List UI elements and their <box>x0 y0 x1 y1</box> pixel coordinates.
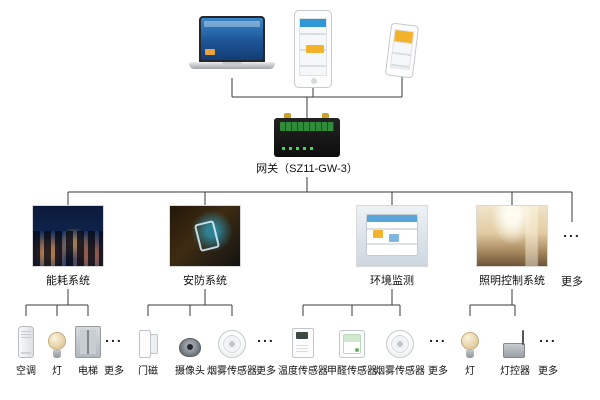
ellipsis-icon: ... <box>539 329 557 345</box>
device-elevator: 电梯 <box>60 316 116 377</box>
gateway-leds <box>282 147 316 150</box>
light-controller-icon <box>501 330 529 358</box>
tablet-home-button <box>311 78 317 84</box>
device-camera: 摄像头 <box>162 316 218 377</box>
gateway-label: 网关（SZ11-GW-3） <box>256 163 358 175</box>
device-light-controller: 灯控器 <box>487 316 543 377</box>
gateway-device <box>274 113 340 157</box>
system-lighting: 照明控制系统 <box>476 205 548 288</box>
energy-system-label: 能耗系统 <box>46 275 90 287</box>
device-formaldehyde-sensor: 甲醛传感器 <box>324 316 380 377</box>
device-more-lighting: ... 更多 <box>538 329 558 377</box>
security-system-label: 安防系统 <box>183 275 227 287</box>
smoke-sensor-icon <box>218 330 246 358</box>
system-energy: 能耗系统 <box>32 205 104 288</box>
tablet-icon <box>294 10 332 88</box>
energy-system-image <box>32 205 104 267</box>
ellipsis-icon: ... <box>257 329 275 345</box>
device-more-energy: ... 更多 <box>104 329 124 377</box>
formaldehyde-sensor-icon <box>339 330 365 358</box>
environment-system-image <box>356 205 428 267</box>
tablet-screen <box>299 18 327 76</box>
smartphone-icon <box>384 22 420 79</box>
bulb-icon <box>461 332 479 358</box>
smoke-sensor-icon <box>386 330 414 358</box>
laptop-icon <box>189 16 275 69</box>
more-systems-label: 更多 <box>561 276 583 288</box>
more-systems-ellipsis: ... <box>563 224 581 240</box>
device-more-environment: ... 更多 <box>428 329 448 377</box>
device-temperature-sensor: 温度传感器 <box>275 316 331 377</box>
device-light-1: 灯 <box>29 316 85 377</box>
system-security: 安防系统 <box>169 205 241 288</box>
door-sensor-icon <box>136 330 160 358</box>
elevator-icon <box>75 326 101 358</box>
system-environment: 环境监测 <box>356 205 428 288</box>
bulb-icon <box>48 332 66 358</box>
lighting-system-label: 照明控制系统 <box>479 275 545 287</box>
device-light-2: 灯 <box>442 316 498 377</box>
device-smoke-sensor-1: 烟雾传感器 <box>204 316 260 377</box>
security-system-image <box>169 205 241 267</box>
device-more-security: ... 更多 <box>256 329 276 377</box>
laptop-screen <box>199 16 265 62</box>
ellipsis-icon: ... <box>429 329 447 345</box>
device-smoke-sensor-2: 烟雾传感器 <box>372 316 428 377</box>
ellipsis-icon: ... <box>105 329 123 345</box>
camera-icon <box>177 338 203 358</box>
smartphone-screen <box>389 28 415 71</box>
laptop-base <box>189 62 275 69</box>
environment-system-label: 环境监测 <box>370 275 414 287</box>
lighting-system-image <box>476 205 548 267</box>
device-door-sensor: 门磁 <box>120 316 176 377</box>
ac-icon <box>18 326 34 358</box>
temperature-sensor-icon <box>292 328 314 358</box>
device-ac: 空调 <box>0 316 54 377</box>
